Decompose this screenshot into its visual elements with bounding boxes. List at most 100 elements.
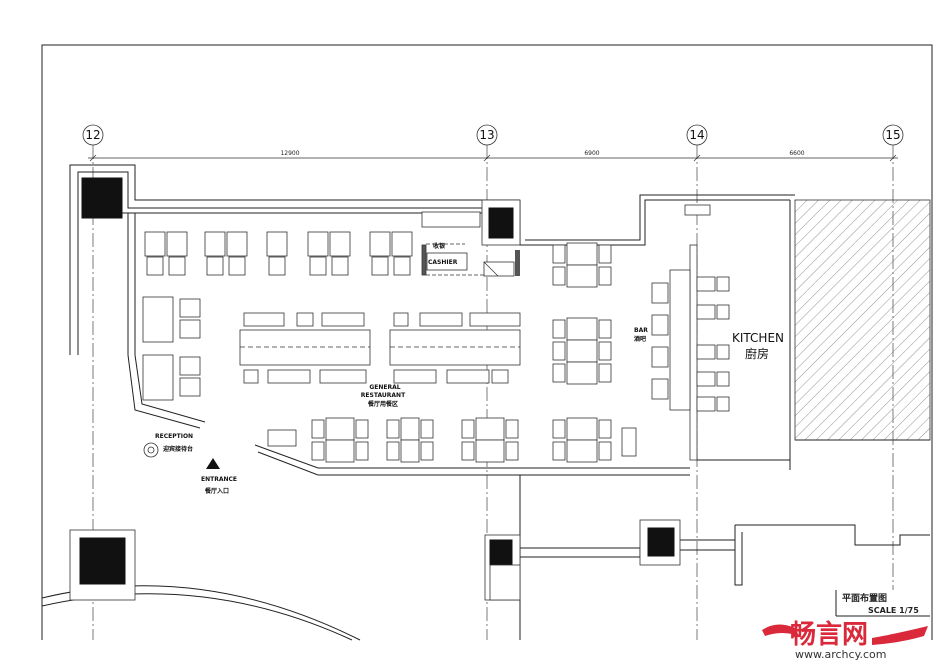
title-block: 平面布置图 SCALE 1/75 [835, 590, 930, 617]
dimension-6900: 6900 [584, 150, 599, 157]
kitchen-equipment [716, 396, 730, 412]
chair [371, 256, 389, 276]
long-table [389, 329, 521, 366]
kitchen-equipment [716, 304, 730, 320]
chair [179, 377, 201, 397]
svg-text:12: 12 [85, 128, 100, 142]
cashier-counter [421, 211, 520, 277]
svg-text:13: 13 [479, 128, 494, 142]
chair [393, 312, 409, 327]
chair [311, 441, 325, 461]
dining-table [400, 439, 420, 463]
booth-seat [369, 231, 391, 257]
scale-label: SCALE 1/75 [868, 606, 919, 615]
bar-stool [651, 314, 669, 336]
chair [598, 419, 612, 439]
chair [355, 419, 369, 439]
cashier-label-cn: 收银 [433, 242, 445, 250]
chair [469, 312, 521, 327]
dining-table [566, 339, 598, 363]
walls [41, 164, 931, 641]
dining-table [566, 439, 598, 463]
dining-table [400, 417, 420, 441]
long-table [239, 329, 371, 366]
chair [243, 369, 259, 384]
axis-marker-12: 12 [82, 124, 104, 146]
grid-axes: 12 13 14 15 [82, 124, 904, 640]
bar-label: BAR [634, 327, 648, 334]
chair [268, 256, 286, 276]
dining-table [566, 242, 598, 266]
kitchen-equipment [716, 276, 730, 292]
dining-table [566, 317, 598, 341]
chair [446, 369, 490, 384]
kitchen-equipment [716, 344, 730, 360]
chair [321, 312, 365, 327]
watermark-url: www.archcy.com [795, 648, 887, 661]
chair [552, 244, 566, 264]
chair [309, 256, 327, 276]
booth-seat [329, 231, 351, 257]
kitchen-equipment [716, 371, 730, 387]
chair [206, 256, 224, 276]
chair [419, 312, 463, 327]
booth-seat [144, 231, 166, 257]
chair [505, 441, 519, 461]
bar-stool [651, 282, 669, 304]
chair [393, 256, 411, 276]
bar-stool [651, 378, 669, 400]
kitchen-label-cn: 廚房 [745, 346, 769, 361]
chair [552, 419, 566, 439]
axis-marker-14: 14 [686, 124, 708, 146]
bar-label-cn: 酒吧 [634, 335, 646, 343]
chair [598, 441, 612, 461]
chair [552, 341, 566, 361]
chair [296, 312, 314, 327]
dining-table [566, 361, 598, 385]
chair [179, 356, 201, 376]
chair [552, 363, 566, 383]
drawing-frame [41, 44, 933, 640]
entrance-arrow-icon [206, 458, 220, 469]
watermark-logo: 畅言网 [790, 620, 868, 650]
dimension-line: 12900 6900 6600 [88, 150, 898, 162]
kitchen-label: KITCHEN [732, 331, 784, 345]
booth-seat [226, 231, 248, 257]
dining-table [475, 417, 505, 441]
reception-label-cn: 迎宾接待台 [163, 445, 193, 453]
structural-columns [69, 177, 681, 601]
chair [598, 244, 612, 264]
cashier-label: CASHIER [428, 259, 458, 266]
drawing-title: 平面布置图 [842, 592, 887, 604]
chair [552, 319, 566, 339]
chair [168, 256, 186, 276]
booth-seat [266, 231, 288, 257]
chair [228, 256, 246, 276]
chair [311, 419, 325, 439]
chair [393, 369, 437, 384]
dining-table [325, 439, 355, 463]
chair [505, 419, 519, 439]
chair [243, 312, 285, 327]
reception-desk [267, 429, 297, 447]
restaurant-label-1: GENERAL [369, 384, 400, 391]
entrance-label: ENTRANCE [201, 476, 237, 483]
chair [552, 266, 566, 286]
chair [420, 419, 434, 439]
kitchen-equipment [696, 396, 716, 412]
booth-seat [307, 231, 329, 257]
room-labels: 收银 CASHIER BAR 酒吧 KITCHEN 廚房 GENERAL RES… [143, 242, 784, 495]
booth-seat [391, 231, 413, 257]
svg-text:14: 14 [689, 128, 704, 142]
dining-table [325, 417, 355, 441]
chair [598, 266, 612, 286]
furniture [142, 231, 730, 463]
chair [491, 369, 509, 384]
booth-seat [142, 296, 174, 343]
chair [319, 369, 367, 384]
kitchen-equipment [696, 276, 716, 292]
svg-text:15: 15 [885, 128, 900, 142]
chair [386, 419, 400, 439]
axis-marker-15: 15 [882, 124, 904, 146]
